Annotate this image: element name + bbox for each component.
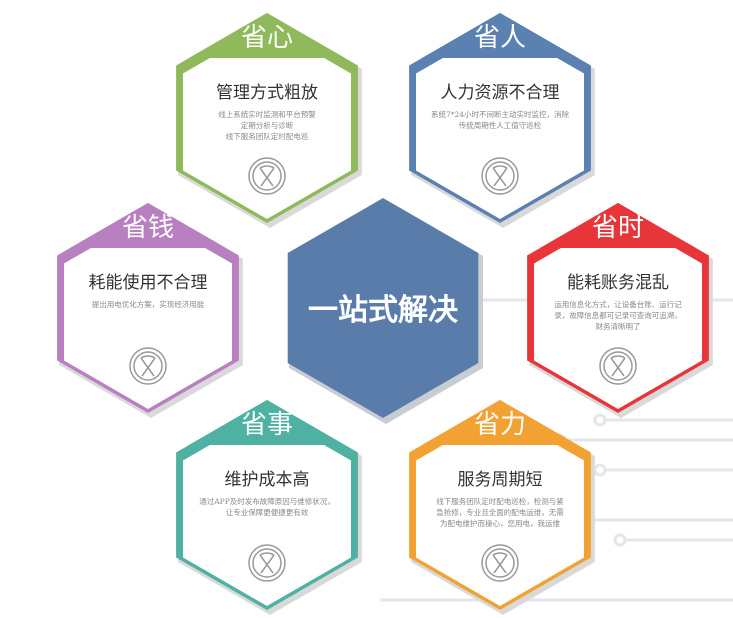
card-title: 能耗账务混乱 [567, 273, 669, 293]
card-description-line: 为配电维护而操心，您用电，我运维 [440, 518, 560, 528]
card-description-line: 让专业保障更便捷更有效 [226, 507, 309, 517]
card-description-line: 系统7*24小时不间断主动实时监控，消除 [431, 109, 570, 119]
card-tag: 省时 [592, 213, 644, 243]
card-title: 维护成本高 [225, 470, 310, 490]
card-description-line: 录，故障信息都可记录可查询可追溯， [554, 310, 682, 320]
hex-cap [540, 203, 696, 248]
card-description-line: 线下服务团队定时配电巡检，检测与紧 [436, 496, 564, 506]
hex-card-4: 省时能耗账务混乱运用信息化方式，让设备台账、运行记录，故障信息都可记录可查询可追… [527, 203, 713, 418]
hex-cap [189, 400, 345, 445]
ribbon-icon [248, 157, 286, 195]
ribbon-icon [599, 347, 637, 385]
hex-card-6: 省力服务周期短线下服务团队定时配电巡检，检测与紧急抢修，专业且全面的配电运维，无… [409, 400, 595, 615]
ribbon-icon [129, 347, 167, 385]
card-title: 服务周期短 [458, 470, 543, 490]
card-description-line: 财务清晰明了 [596, 321, 641, 331]
ribbon-icon [481, 544, 519, 582]
ribbon-icon [481, 157, 519, 195]
hex-cap [422, 400, 578, 445]
card-description-line: 定期分析与诊断 [241, 120, 294, 130]
card-description-line: 通过APP及时发布故障原因与维修状况， [199, 496, 335, 506]
card-description-line: 提出用电优化方案，实现经济用能 [92, 299, 205, 309]
card-description-line: 急抢修，专业且全面的配电运维，无需 [436, 507, 564, 517]
card-tag: 省人 [474, 23, 526, 53]
hex-cap [189, 13, 345, 58]
hex-cap [70, 203, 226, 248]
card-tag: 省事 [241, 410, 293, 440]
card-title: 人力资源不合理 [441, 83, 560, 103]
card-title: 耗能使用不合理 [89, 272, 208, 293]
card-tag: 省力 [474, 410, 526, 440]
card-title: 管理方式粗放 [216, 83, 318, 103]
card-tag: 省心 [241, 23, 293, 53]
center-label: 一站式解决 [308, 293, 458, 328]
center-hex: 一站式解决 [287, 198, 483, 424]
card-description-line: 线下服务团队定时配电巡 [226, 131, 309, 141]
card-description-line: 运用信息化方式，让设备台账、运行记 [554, 299, 682, 309]
card-tag: 省钱 [122, 213, 174, 243]
card-description-line: 传统周期性人工值守巡检 [459, 120, 542, 130]
hex-cap [422, 13, 578, 58]
ribbon-icon [248, 544, 286, 582]
card-description-line: 线上系统实时监测和平台预警 [218, 109, 316, 119]
